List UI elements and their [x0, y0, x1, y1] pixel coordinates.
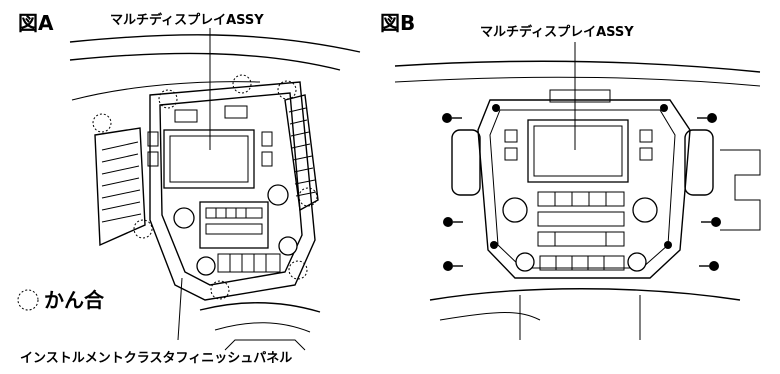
dash-top-curve	[69, 34, 361, 53]
figure-b-label: 図B	[380, 11, 415, 35]
climate-controls-b	[539, 255, 625, 271]
figure-a-label: 図A	[18, 11, 54, 35]
figure-b-display-label: マルチディスプレイASSY	[480, 24, 634, 40]
cluster-panel-outline-b	[477, 99, 691, 279]
leader-panel	[177, 277, 183, 341]
knob-a3	[196, 256, 216, 276]
left-air-vent-b	[451, 129, 481, 196]
audio-unit-a	[199, 201, 269, 249]
multi-display-b	[527, 119, 629, 183]
left-air-vent	[94, 127, 146, 247]
multi-display-a	[163, 129, 255, 189]
figure-a: 図A マルチディスプレイASSY	[17, 11, 361, 366]
knob-b4	[627, 252, 647, 272]
clip-legend-label: かん合	[44, 288, 105, 312]
right-air-vent-b	[684, 129, 714, 196]
knob-b2	[632, 197, 658, 223]
figure-a-display-label: マルチディスプレイASSY	[110, 12, 264, 28]
figure-b: 図B マルチディスプレイASSY	[380, 11, 761, 340]
cluster-panel-outline-a	[149, 81, 316, 301]
climate-controls-a	[217, 253, 281, 273]
knob-a4	[278, 236, 298, 256]
clip-locations-a	[92, 74, 318, 300]
knob-b1	[502, 197, 528, 223]
knob-a2	[267, 184, 289, 206]
screws-b	[442, 104, 721, 271]
clip-legend-icon	[17, 289, 39, 311]
panel-label: インストルメントクラスタフィニッシュパネル	[20, 351, 292, 366]
right-air-vent	[284, 94, 319, 212]
knob-b3	[515, 252, 535, 272]
knob-a1	[173, 207, 195, 229]
